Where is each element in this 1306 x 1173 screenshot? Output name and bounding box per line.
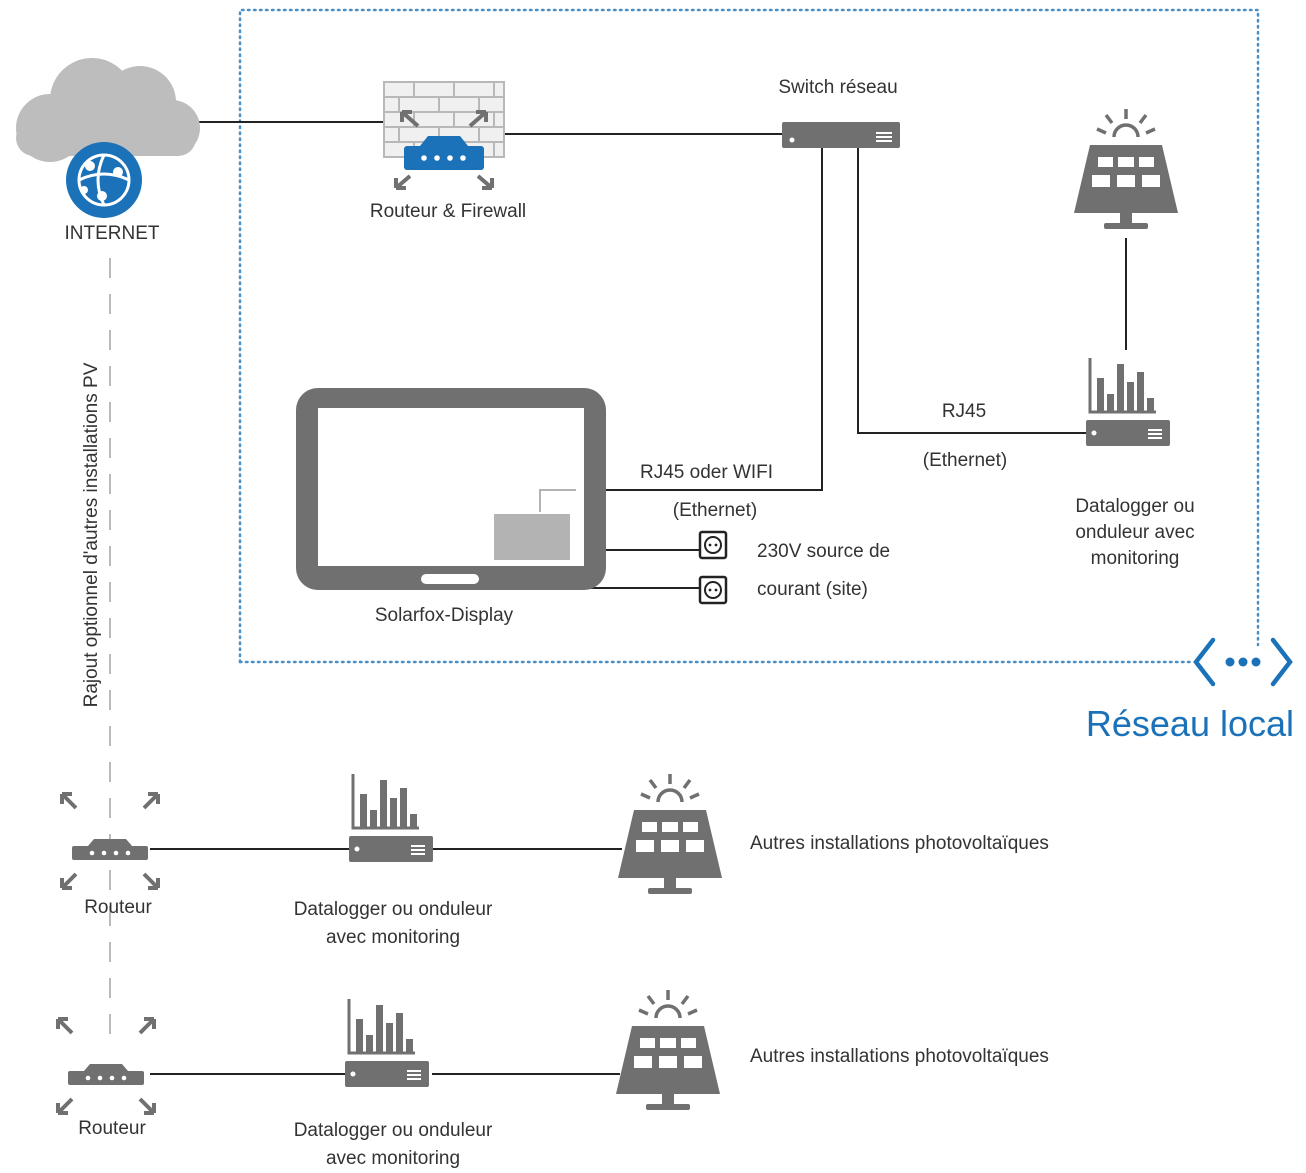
datalogger-label: Datalogger ou onduleur avec monitoring <box>293 1120 493 1169</box>
power-socket-icon <box>698 530 728 560</box>
ethernet-label: (Ethernet) <box>672 500 758 521</box>
solar-panel-icon <box>614 988 722 1112</box>
display-label: Solarfox-Display <box>374 605 514 626</box>
datalogger-local-label: Datalogger ou onduleur avec monitoring <box>1075 496 1195 569</box>
router-label: Routeur <box>78 1118 146 1139</box>
datalogger-icon <box>1084 356 1172 448</box>
internet-globe-icon <box>66 142 142 218</box>
firewall-router-icon <box>383 81 505 190</box>
datalogger-label: Datalogger ou onduleur avec monitoring <box>293 899 493 948</box>
network-switch-icon <box>782 122 900 148</box>
local-network-icon <box>1193 637 1293 687</box>
local-network-title: Réseau local <box>1085 703 1294 744</box>
power-source-label: courant (site) <box>757 579 868 600</box>
cloud-icon <box>16 58 200 162</box>
switch-label: Switch réseau <box>778 77 898 98</box>
internet-label: INTERNET <box>64 223 160 244</box>
local-network-boundary <box>238 8 1260 664</box>
optional-link-label: Rajout optionnel d'autres installations … <box>81 362 102 708</box>
ethernet-label: (Ethernet) <box>922 450 1008 471</box>
router-firewall-label: Routeur & Firewall <box>369 201 527 222</box>
datalogger-icon <box>347 772 435 864</box>
rj45-label: RJ45 <box>941 401 987 422</box>
power-socket-icon <box>698 575 728 605</box>
tablet-display-icon <box>296 388 606 590</box>
connection-lines <box>150 121 1127 1075</box>
solar-panel-icon <box>616 772 724 896</box>
router-icon <box>56 1017 156 1115</box>
solar-panel-icon <box>1072 107 1180 231</box>
datalogger-icon <box>343 997 431 1089</box>
pv-installation-label: Autres installations photovoltaïques <box>750 833 1049 854</box>
router-label: Routeur <box>84 897 152 918</box>
pv-installation-label: Autres installations photovoltaïques <box>750 1046 1049 1067</box>
power-source-label: 230V source de <box>757 541 891 562</box>
rj45-wifi-label: RJ45 oder WIFI <box>640 462 774 483</box>
